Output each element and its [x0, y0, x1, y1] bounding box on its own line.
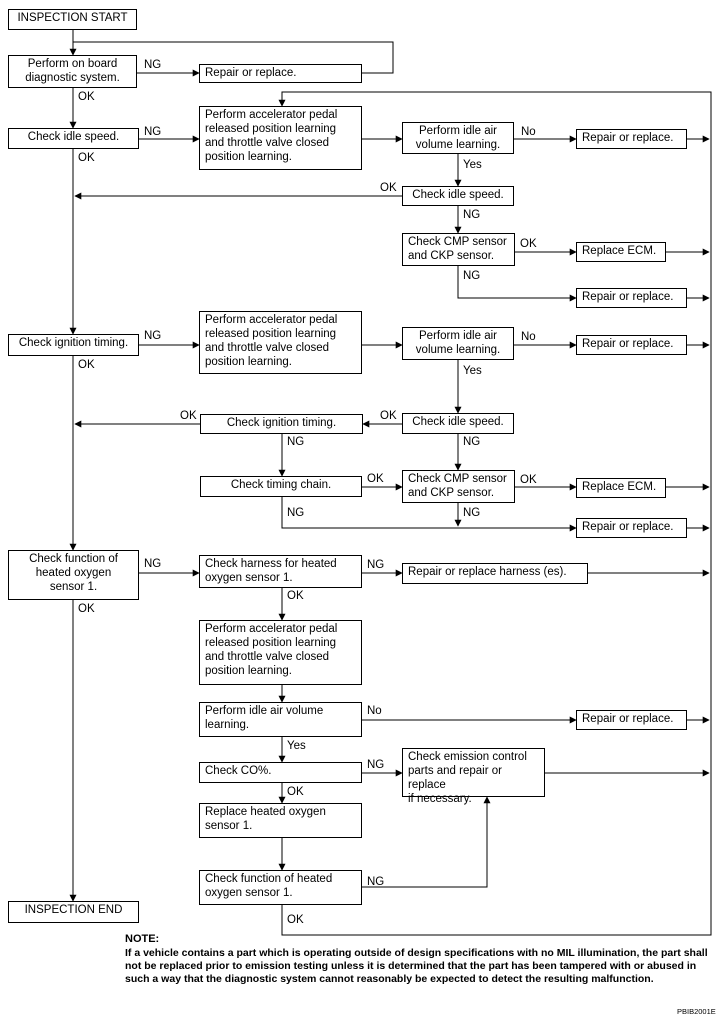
label-no: No	[521, 331, 536, 343]
check-idle-speed-box-3: Check idle speed.	[402, 413, 514, 434]
label-yes: Yes	[287, 740, 306, 752]
loopback-repair-1	[73, 41, 394, 74]
repair-replace-box-1: Repair or replace.	[199, 64, 362, 83]
label-ok: OK	[180, 410, 197, 422]
label-yes: Yes	[463, 159, 482, 171]
note-text: If a vehicle contains a part which is op…	[125, 947, 708, 985]
label-ng: NG	[463, 270, 481, 282]
label-ng: NG	[463, 436, 481, 448]
inspection-start-box: INSPECTION START	[8, 9, 137, 30]
label-no: No	[367, 705, 382, 717]
pedal-learning-box-3: Perform accelerator pedal released posit…	[199, 620, 362, 685]
label-ng: NG	[367, 876, 385, 888]
label-ok: OK	[78, 91, 95, 103]
label-ok: OK	[78, 359, 95, 371]
repair-replace-box-5: Repair or replace.	[576, 518, 687, 538]
label-ok: OK	[380, 410, 397, 422]
repair-harness-box: Repair or replace harness (es).	[402, 563, 588, 584]
check-idle-speed-box-2: Check idle speed.	[402, 186, 514, 206]
label-ok: OK	[287, 590, 304, 602]
label-yes: Yes	[463, 365, 482, 377]
pedal-learning-box-2: Perform accelerator pedal released posit…	[199, 311, 362, 374]
label-ng: NG	[144, 59, 162, 71]
label-ng: NG	[463, 507, 481, 519]
check-harness-box: Check harness for heated oxygen sensor 1…	[199, 555, 362, 588]
perform-obd-box: Perform on board diagnostic system.	[8, 55, 137, 88]
label-ok: OK	[78, 603, 95, 615]
check-cmp-ckp-box-2: Check CMP sensor and CKP sensor.	[402, 470, 515, 503]
label-ok: OK	[78, 152, 95, 164]
repair-replace-box-4: Repair or replace.	[576, 335, 687, 355]
label-ok: OK	[520, 238, 537, 250]
idle-air-learning-box-2: Perform idle air volume learning.	[402, 327, 514, 360]
label-ok: OK	[367, 473, 384, 485]
label-ok: OK	[520, 474, 537, 486]
replace-ho2s-box: Replace heated oxygen sensor 1.	[199, 803, 362, 838]
repair-replace-box-3: Repair or replace.	[576, 288, 687, 308]
idle-air-learning-box-3: Perform idle air volume learning.	[199, 702, 362, 737]
label-ok: OK	[287, 914, 304, 926]
label-ok: OK	[380, 182, 397, 194]
check-idle-speed-box-1: Check idle speed.	[8, 128, 139, 149]
idle-air-learning-box-1: Perform idle air volume learning.	[402, 122, 514, 154]
figure-code: PBIB2001E	[677, 1007, 716, 1016]
check-ignition-timing-box-1: Check ignition timing.	[8, 334, 139, 356]
check-ignition-timing-box-2: Check ignition timing.	[200, 414, 363, 434]
repair-replace-box-6: Repair or replace.	[576, 710, 687, 730]
inspection-end-box: INSPECTION END	[8, 901, 139, 923]
label-ng: NG	[463, 209, 481, 221]
note-title: NOTE:	[125, 933, 160, 945]
label-ng: NG	[287, 436, 305, 448]
replace-ecm-box-1: Replace ECM.	[576, 242, 666, 262]
check-ho2s-function-box-2: Check function of heated oxygen sensor 1…	[199, 870, 362, 905]
check-emission-box: Check emission control parts and repair …	[402, 748, 545, 805]
check-timing-chain-box: Check timing chain.	[200, 476, 362, 497]
pedal-learning-box-1: Perform accelerator pedal released posit…	[199, 106, 362, 170]
label-ok: OK	[287, 786, 304, 798]
replace-ecm-box-2: Replace ECM.	[576, 478, 666, 498]
label-no: No	[521, 126, 536, 138]
label-ng: NG	[144, 126, 162, 138]
label-ng: NG	[144, 558, 162, 570]
check-co-box: Check CO%.	[199, 762, 362, 783]
label-ng: NG	[287, 507, 305, 519]
check-cmp-ckp-box-1: Check CMP sensor and CKP sensor.	[402, 233, 515, 266]
return-bus	[278, 91, 712, 936]
label-ng: NG	[144, 330, 162, 342]
repair-replace-box-2: Repair or replace.	[576, 129, 687, 149]
check-ho2s-function-box-1: Check function of heated oxygen sensor 1…	[8, 550, 139, 600]
label-ng: NG	[367, 559, 385, 571]
label-ng: NG	[367, 759, 385, 771]
